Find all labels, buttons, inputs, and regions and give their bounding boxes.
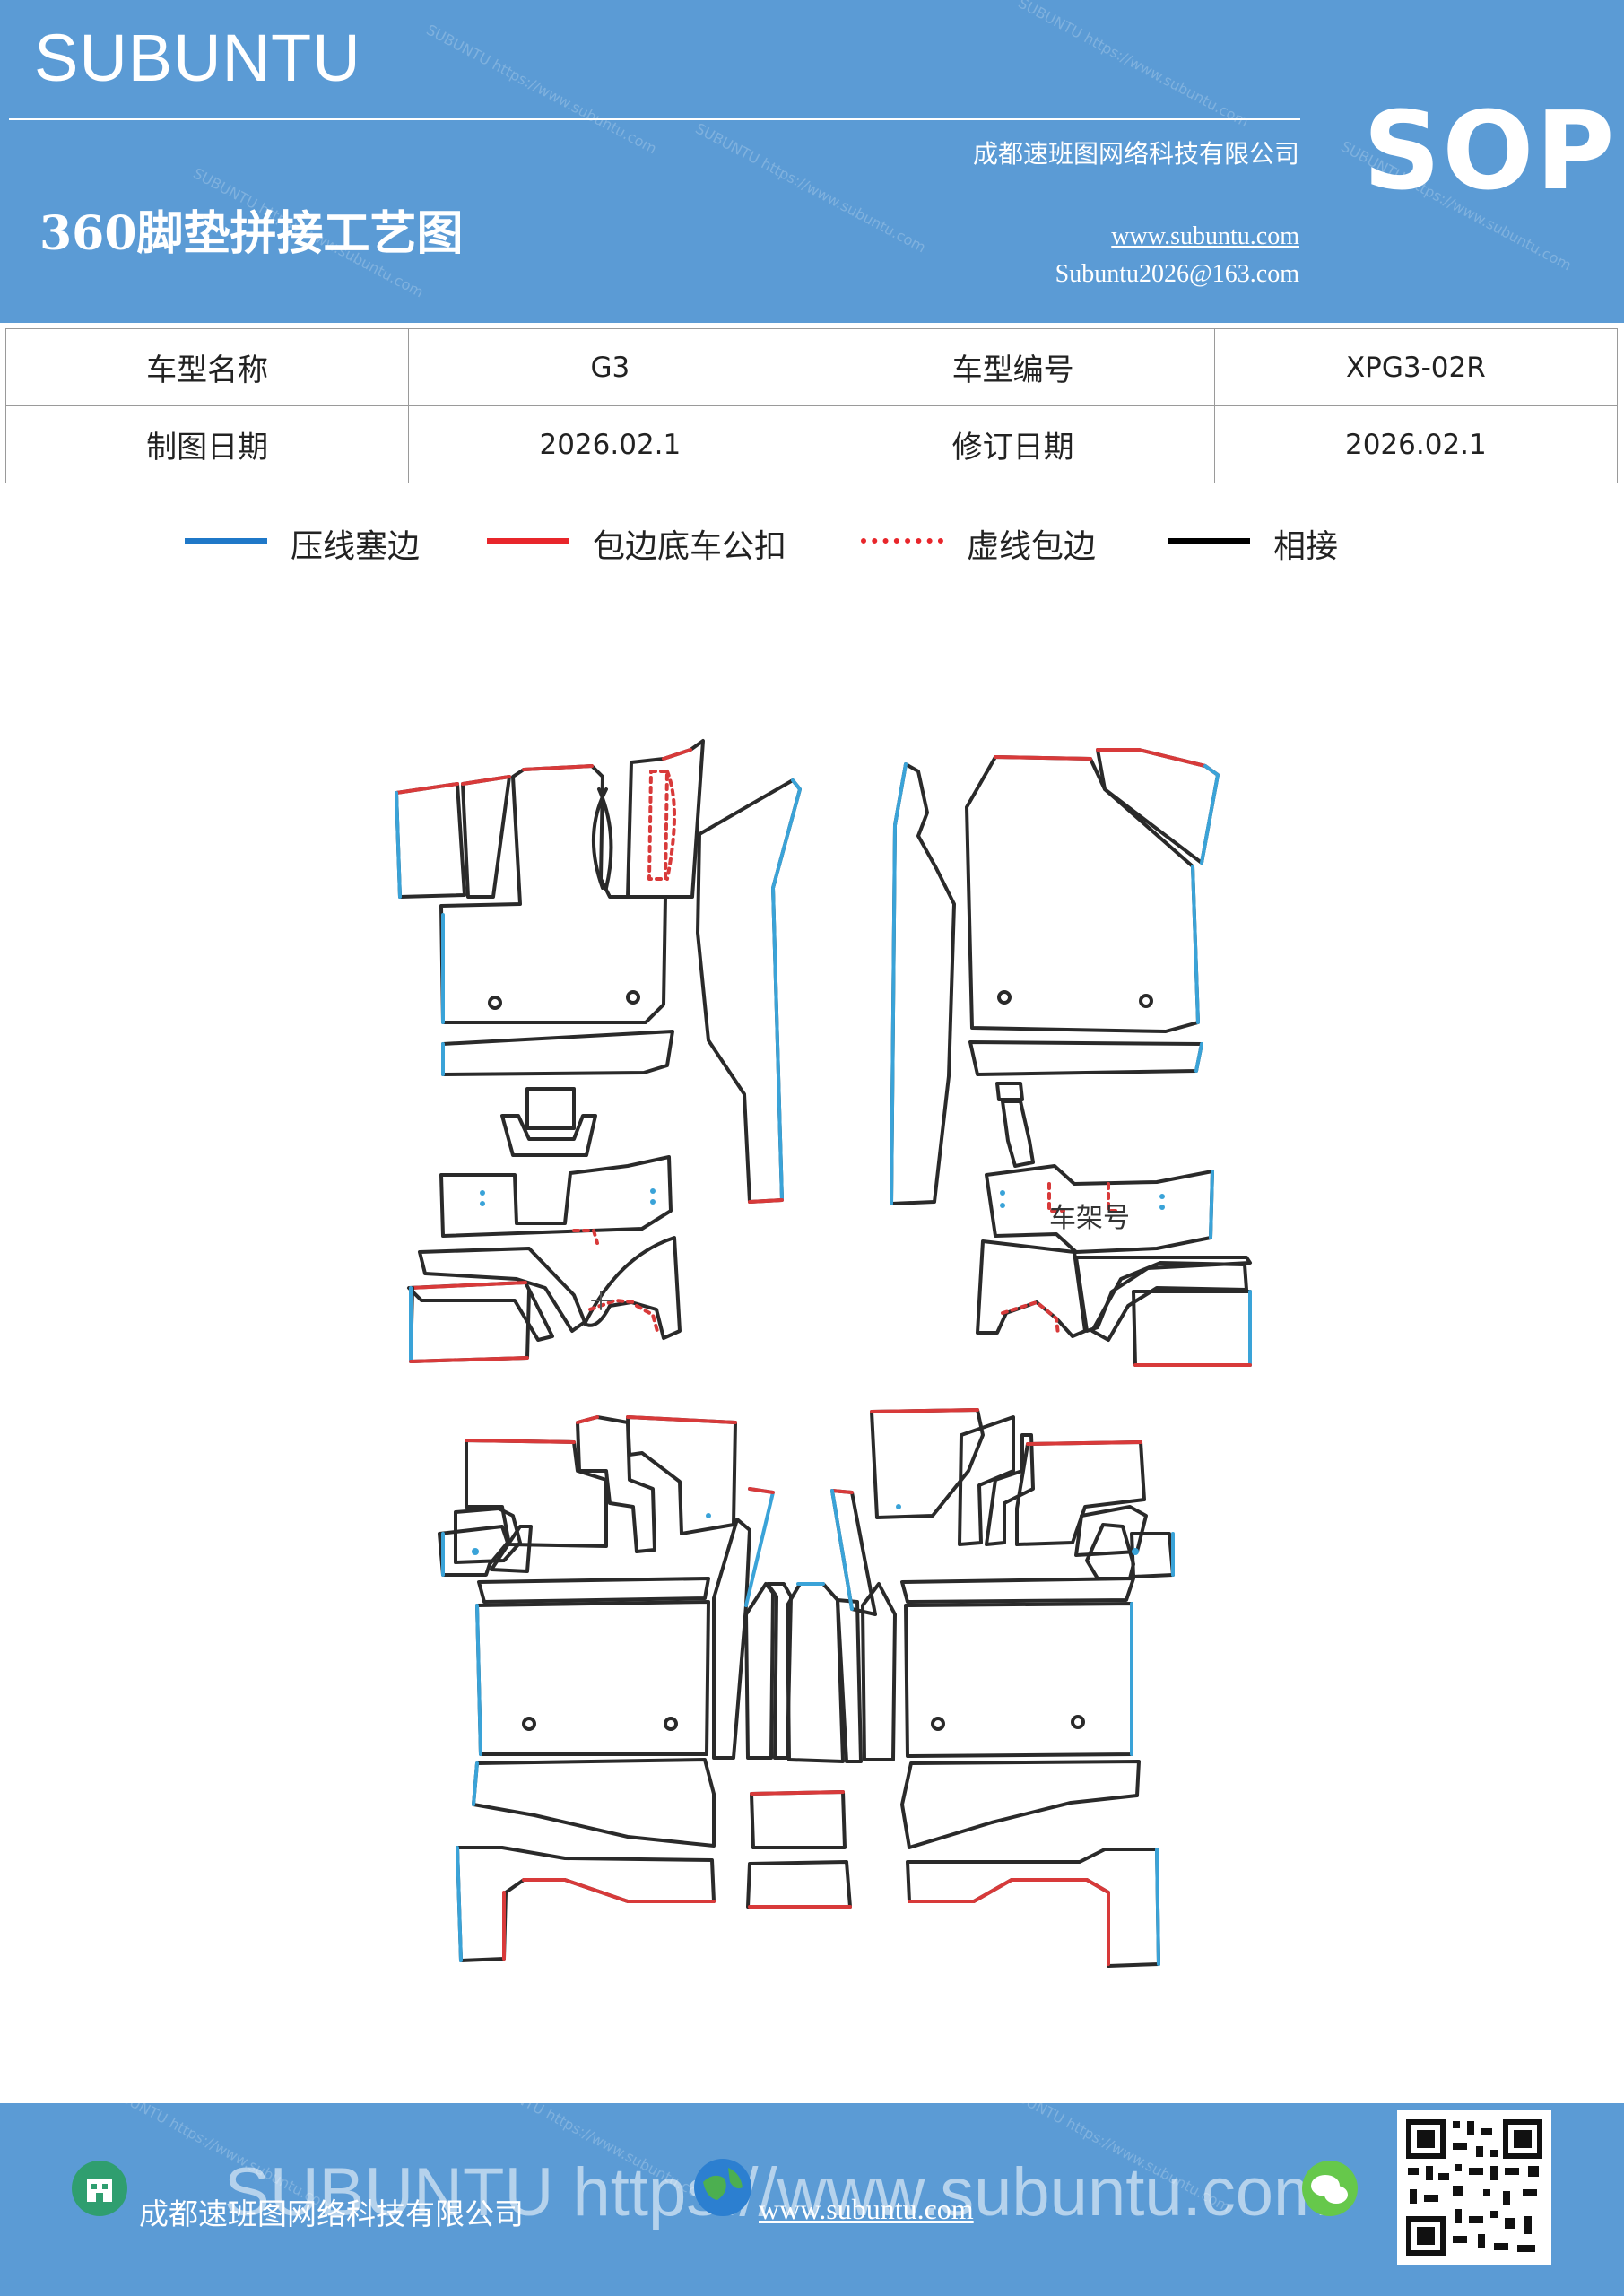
mat-piece [1001, 1100, 1035, 1168]
rear-left-mat-group [438, 1415, 775, 1962]
label-model-name: 车型名称 [4, 328, 410, 406]
mat-piece [976, 1239, 1087, 1338]
header-banner: SUBUNTU https://www.subuntu.com SUBUNTU … [0, 0, 1624, 323]
value-model-name: G3 [408, 328, 812, 406]
red-dotted-line-icon [861, 538, 943, 544]
mat-piece [500, 1114, 597, 1157]
header-divider [9, 118, 1300, 120]
mat-piece [626, 1415, 737, 1535]
legend-label: 包边底车公扣 [593, 528, 787, 565]
mat-piece [968, 1040, 1203, 1076]
mat-piece [1130, 1532, 1175, 1578]
mat-piece [958, 1415, 1015, 1546]
mat-piece [461, 775, 511, 899]
mat-piece [439, 1155, 673, 1238]
value-revision-date: 2026.02.1 [1213, 405, 1619, 483]
black-solid-line-icon [1168, 538, 1250, 544]
footer-banner: SUBUNTU https://www.subuntu.com SUBUNTU … [0, 2103, 1624, 2296]
building-icon [72, 2161, 127, 2216]
footer-website-link[interactable]: www.subuntu.com [759, 2193, 974, 2225]
mat-piece [1074, 1505, 1148, 1557]
front-right-mat-group: 车架号 [890, 748, 1252, 1367]
document-title: 360脚垫拼接工艺图 [39, 206, 464, 261]
mat-piece [1090, 1261, 1248, 1342]
company-website[interactable]: www.subuntu.com [1111, 222, 1299, 250]
legend-label: 相接 [1273, 528, 1339, 565]
front-left-mat-group [395, 739, 802, 1363]
value-drawing-date: 2026.02.1 [408, 405, 812, 483]
footer-company-name: 成都速班图网络科技有限公司 [139, 2196, 524, 2231]
mat-piece [441, 1030, 674, 1076]
vehicle-info-table: 车型名称 G3 车型编号 XPG3-02R 制图日期 2026.02.1 修订日… [4, 328, 1619, 483]
mat-piece [744, 1582, 775, 1760]
mat-piece [456, 1846, 716, 1962]
qr-code-icon[interactable] [1397, 2110, 1551, 2265]
mat-piece [465, 1439, 608, 1548]
mat-piece [395, 782, 466, 899]
mat-piece [861, 1582, 897, 1761]
mat-piece [900, 1760, 1141, 1849]
mat-piece [454, 1507, 522, 1564]
company-email[interactable]: Subuntu2026@163.com [1055, 260, 1299, 288]
legend-label: 压线塞边 [291, 528, 421, 565]
mat-piece [995, 1082, 1024, 1101]
mat-piece [890, 762, 956, 1205]
mat-piece [1074, 1256, 1252, 1333]
center-tunnel-mat-group [744, 1582, 897, 1909]
mat-piece [900, 1577, 1135, 1604]
mat-piece [786, 1582, 845, 1763]
red-solid-line-icon [487, 538, 569, 544]
label-revision-date: 修订日期 [811, 405, 1215, 483]
mat-piece [525, 1087, 576, 1130]
sop-badge: SOP [1363, 90, 1617, 214]
company-name: 成都速班图网络科技有限公司 [972, 139, 1299, 169]
brand-logo-text: SUBUNTU [34, 21, 361, 95]
wechat-icon [1302, 2161, 1358, 2216]
mat-piece [750, 1790, 847, 1849]
blue-solid-line-icon [185, 538, 267, 544]
legend-label: 虚线包边 [967, 528, 1097, 565]
mat-piece [965, 755, 1200, 1033]
globe-icon [694, 2159, 751, 2216]
mat-piece [583, 1236, 682, 1340]
mat-piece [472, 1758, 716, 1848]
mat-piece [746, 1860, 852, 1909]
mat-piece [490, 1525, 533, 1573]
mat-piece [906, 1848, 1160, 1968]
mat-piece [1132, 1290, 1252, 1367]
mat-piece [475, 1600, 710, 1756]
mat-piece [477, 1577, 710, 1604]
value-model-code: XPG3-02R [1213, 328, 1619, 406]
line-legend: 压线塞边 包边底车公扣 虚线包边 相接 [0, 520, 1624, 574]
mat-piece [985, 1433, 1035, 1546]
mat-piece [870, 1408, 985, 1519]
table-row: 制图日期 2026.02.1 修订日期 2026.02.1 [4, 405, 1619, 483]
mat-piece [1096, 748, 1220, 865]
table-row: 车型名称 G3 车型编号 XPG3-02R [4, 328, 1619, 406]
mat-piece [712, 1518, 751, 1760]
mat-piece [576, 1415, 656, 1553]
label-model-code: 车型编号 [811, 328, 1215, 406]
mat-piece [418, 1247, 586, 1333]
label-drawing-date: 制图日期 [4, 405, 410, 483]
rear-right-mat-group [830, 1408, 1175, 1968]
mat-piece [407, 1281, 554, 1342]
mat-piece [904, 1602, 1133, 1758]
footer-watermark-text: SUBUNTU https://www.subuntu.com [224, 2154, 1331, 2231]
vin-label: 车架号 [1049, 1203, 1130, 1234]
